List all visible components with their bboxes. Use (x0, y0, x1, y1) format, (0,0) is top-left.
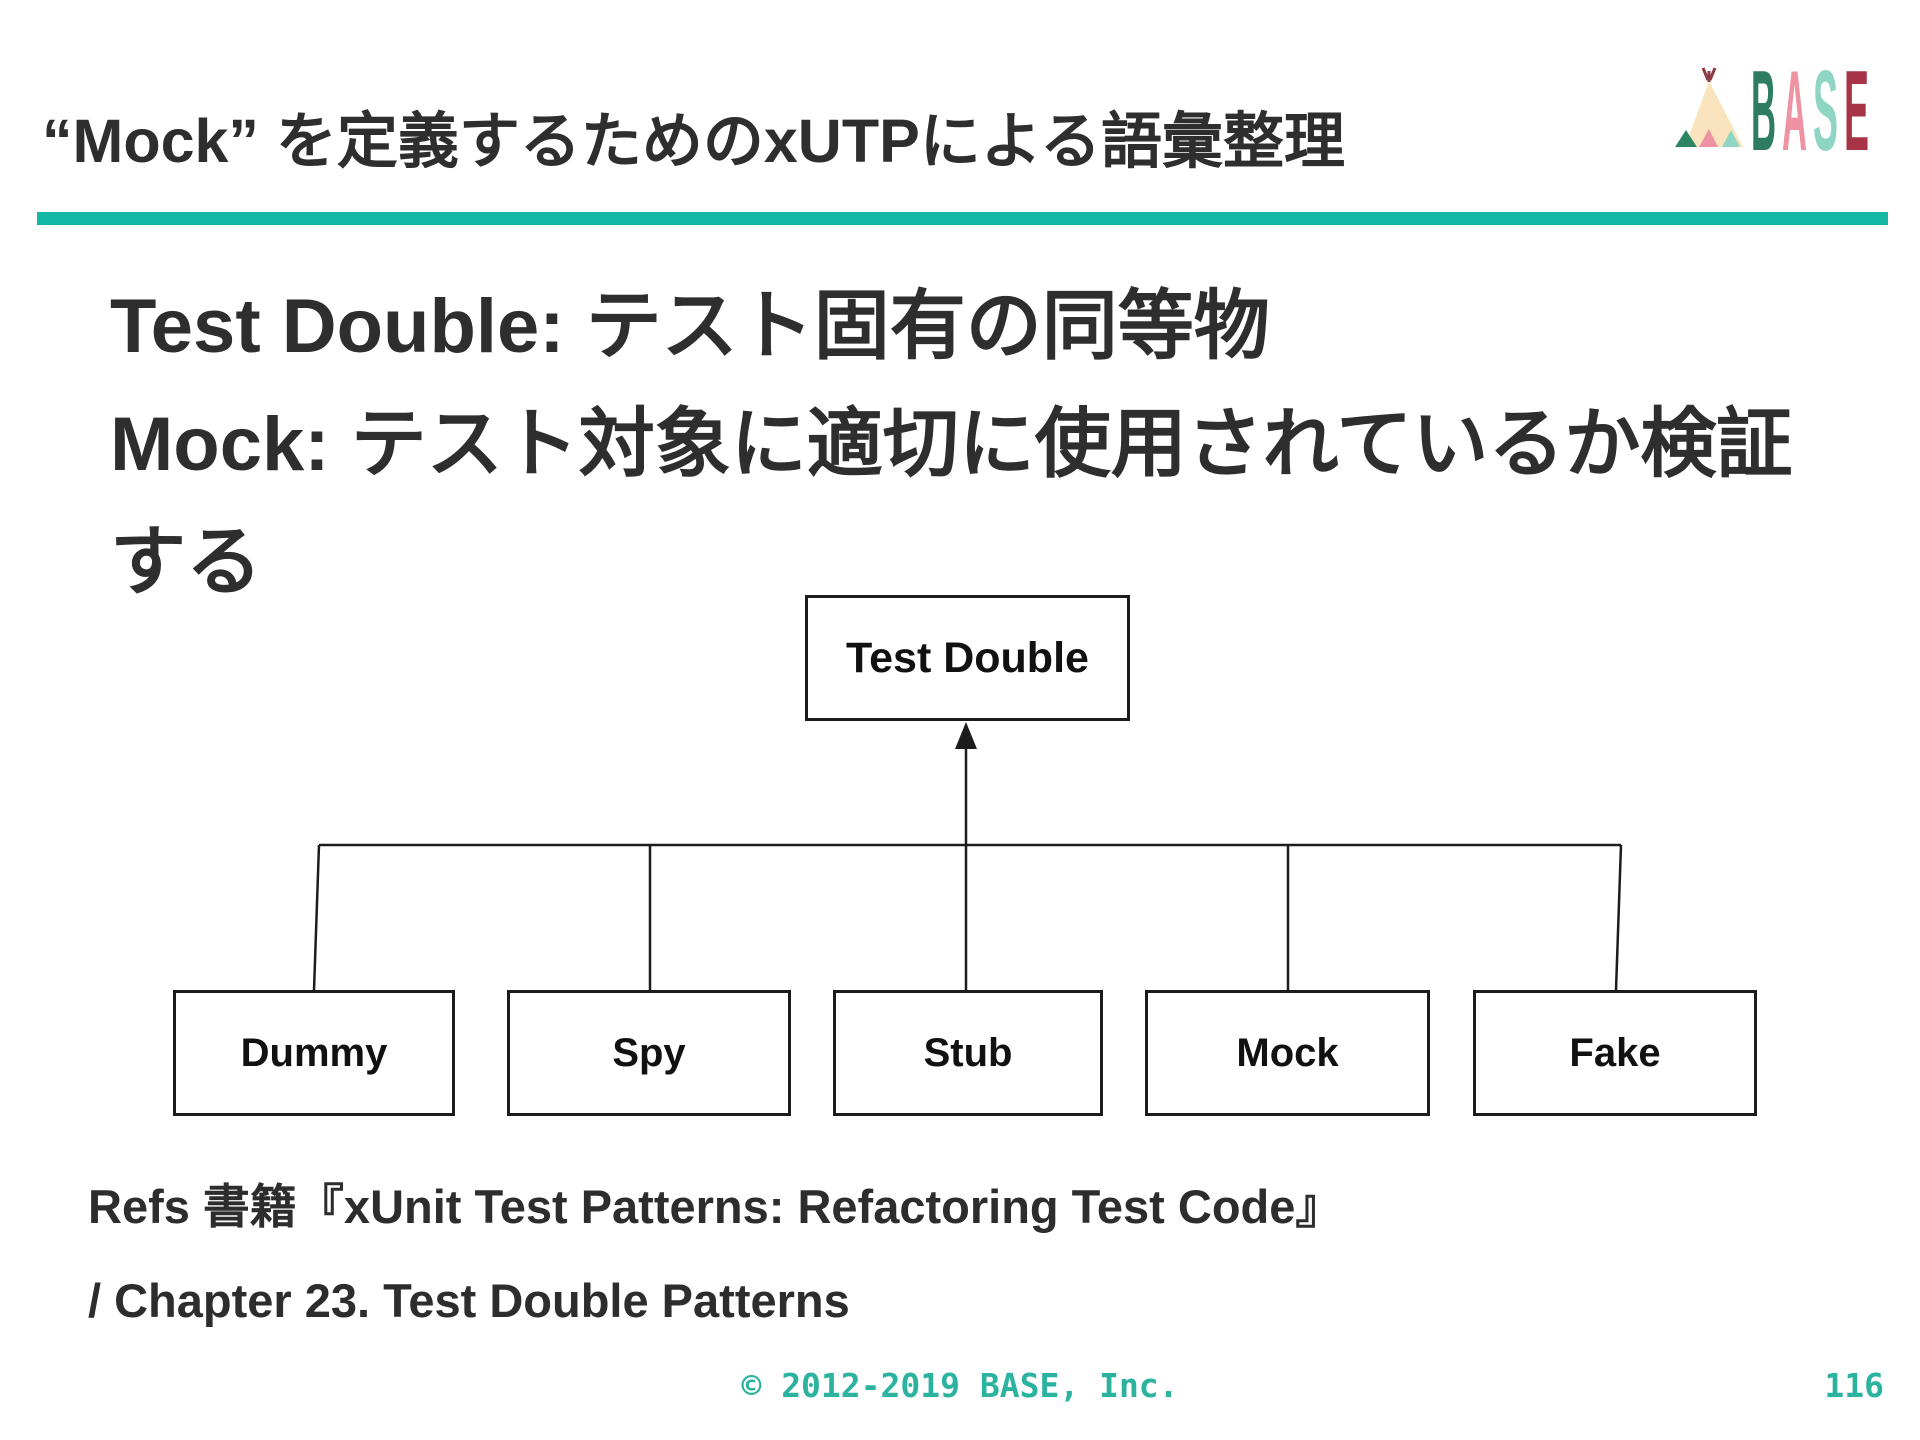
spy-box: Spy (507, 990, 791, 1116)
refs-line-book: Refs 書籍『xUnit Test Patterns: Refactoring… (88, 1180, 1343, 1233)
tent-icon (1675, 67, 1743, 147)
dummy-connector (312, 844, 321, 991)
body-text: Test Double: テスト固有の同等物 Mock: テスト対象に適切に使用… (110, 268, 1870, 622)
copyright: © 2012-2019 BASE, Inc. (741, 1366, 1179, 1405)
body-line-mock: Mock: テスト対象に適切に使用されているか検証 (110, 402, 1793, 487)
logo-letter-e: E (1844, 48, 1869, 158)
logo-letter-s: S (1813, 48, 1838, 158)
mock-box: Mock (1145, 990, 1430, 1116)
title-divider (37, 212, 1888, 225)
stub-box: Stub (833, 990, 1103, 1116)
body-line-mock-wrap: する (110, 520, 262, 605)
references: Refs 書籍『xUnit Test Patterns: Refactoring… (88, 1178, 1342, 1330)
logo-letter-b: B (1751, 48, 1776, 158)
fake-connector (1614, 844, 1623, 991)
page-number: 116 (1824, 1366, 1884, 1405)
dummy-box: Dummy (173, 990, 455, 1116)
base-logo: B A S E (1675, 48, 1869, 158)
refs-line-chapter: / Chapter 23. Test Double Patterns (88, 1274, 850, 1327)
test-double-box: Test Double (805, 595, 1130, 721)
fake-box: Fake (1473, 990, 1757, 1116)
base-logo-wordmark: B A S E (1751, 48, 1869, 158)
body-line-test-double: Test Double: テスト固有の同等物 (110, 284, 1270, 369)
logo-letter-a: A (1782, 48, 1807, 158)
page-title: “Mock” を定義するためのxUTPによる語彙整理 (42, 106, 1345, 175)
arrowhead-icon (955, 722, 977, 749)
